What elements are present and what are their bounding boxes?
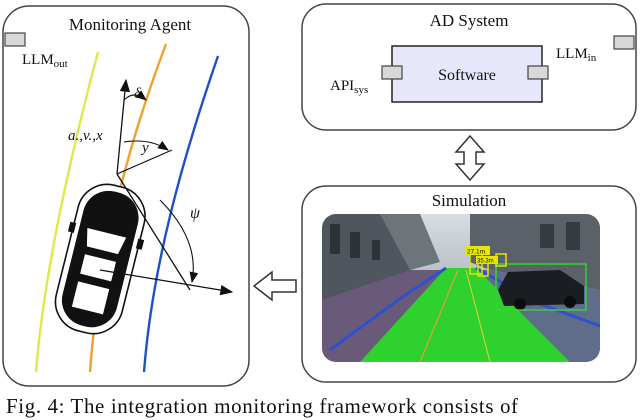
lane-line-right (142, 55, 220, 373)
detected-car (498, 270, 584, 306)
llm-in-port (613, 35, 635, 50)
bidirectional-arrow (454, 134, 486, 182)
api-sys-label: APIsys (330, 78, 368, 96)
offset-line (116, 149, 173, 175)
api-sys-port (381, 65, 403, 80)
ego-vehicle (54, 183, 146, 335)
lateral-axis-line (116, 173, 191, 291)
monitoring-agent-title: Monitoring Agent (69, 15, 192, 34)
delta-label: δ (134, 86, 142, 102)
simulation-panel: Simulation (301, 185, 637, 383)
lane-line-left (34, 51, 100, 373)
llm-in-label: LLMin (556, 46, 597, 64)
feedback-arrow (252, 270, 297, 302)
y-arc (123, 140, 169, 151)
framework-diagram: Monitoring Agent LLMout δ a.,v.,x y ψ (2, 3, 637, 387)
monitoring-agent-panel: Monitoring Agent LLMout δ a.,v.,x y ψ (2, 5, 250, 387)
figure-caption: Fig. 4: The integration monitoring frame… (6, 394, 519, 418)
detection-tag-1 (466, 246, 490, 255)
heading-axis-arrow (116, 78, 131, 175)
y-label: y (140, 140, 149, 156)
delta-arc (123, 90, 147, 101)
detection-box-car (495, 263, 587, 311)
detection-tag-2 (476, 256, 498, 264)
llm-out-label: LLMout (22, 52, 68, 70)
drivable-road (360, 268, 570, 362)
ad-system-title: AD System (430, 11, 509, 30)
software-box (391, 45, 543, 103)
psi-label: ψ (190, 205, 201, 222)
software-label: Software (438, 67, 496, 84)
software-right-port (527, 65, 549, 80)
detection-distance-2: 35.3m (477, 259, 494, 265)
detection-distance-1: 27.1m (467, 249, 485, 256)
state-label: a.,v.,x (68, 128, 103, 144)
ad-system-panel: AD System Software APIsys LLMin (301, 3, 637, 131)
reference-axis-arrow (99, 269, 234, 296)
simulation-view: 27.1m 35.3m (322, 214, 600, 362)
llm-out-port (4, 32, 26, 47)
simulation-title: Simulation (432, 191, 507, 210)
psi-arc (159, 199, 199, 284)
